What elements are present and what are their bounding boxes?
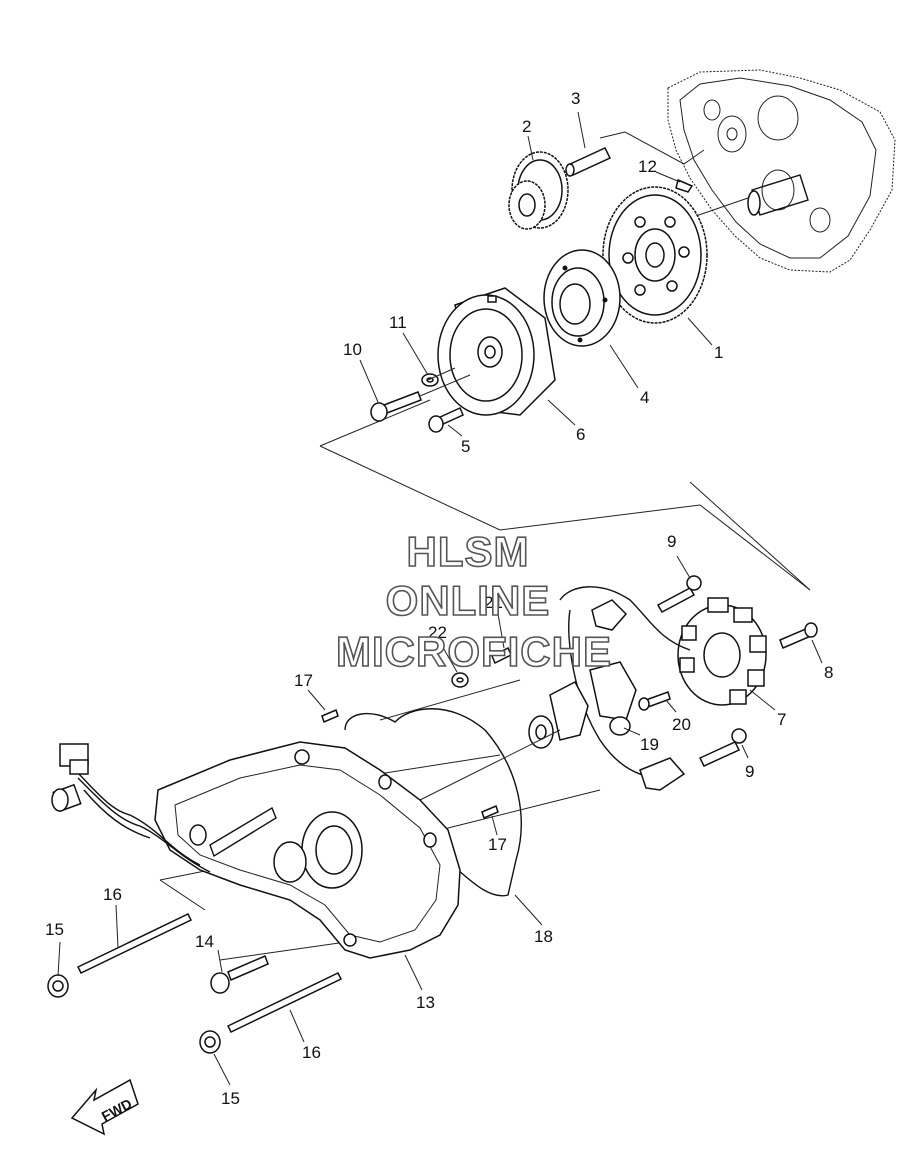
callout-labels: 1 2 3 4 5 6 7 8 9 9 10 11 12 13 14 15 15… (45, 89, 833, 1108)
watermark-line-3: MICROFICHE (336, 628, 612, 675)
callout-15-top: 15 (45, 920, 64, 939)
woodruff-key (675, 178, 694, 193)
callout-15-bottom: 15 (221, 1089, 240, 1108)
long-stud-upper (76, 913, 193, 974)
watermark-line-1: HLSM (407, 528, 530, 575)
crankcase-outline (667, 69, 896, 273)
cover-bolt-14 (210, 954, 269, 994)
watermark-line-2: ONLINE (386, 577, 551, 624)
callout-16-top: 16 (103, 885, 122, 904)
callout-17-top: 17 (294, 671, 313, 690)
stator-bolt-right (779, 622, 818, 649)
assembly-lines-top (319, 131, 811, 591)
dowel-pin-lower (481, 804, 499, 820)
idle-gear (508, 151, 569, 230)
pickup-coil-screw (638, 691, 671, 711)
callout-6: 6 (576, 425, 585, 444)
callout-18: 18 (534, 927, 553, 946)
callout-17-bottom: 17 (488, 835, 507, 854)
callout-11: 11 (389, 313, 407, 332)
pickup-coil-assembly (528, 586, 691, 791)
stator-assembly (677, 597, 767, 706)
rotor-washer (421, 373, 439, 387)
callout-22: 22 (428, 623, 447, 642)
assembly-line-bolt (419, 374, 471, 397)
grommet-washer (451, 672, 469, 688)
grommet-screw (491, 646, 512, 665)
callout-12: 12 (638, 157, 657, 176)
callout-9-bottom: 9 (745, 762, 754, 781)
dowel-pin-upper (321, 708, 339, 724)
callout-2: 2 (522, 117, 531, 136)
wire-harness (51, 743, 211, 873)
callout-8: 8 (824, 663, 833, 682)
callout-9-top: 9 (667, 532, 676, 551)
callout-14: 14 (195, 932, 214, 951)
assembly-line-washer (427, 367, 456, 381)
forward-direction-arrow: FWD (70, 1078, 139, 1136)
callout-4: 4 (640, 388, 649, 407)
callout-10: 10 (343, 340, 362, 359)
callout-1: 1 (714, 343, 723, 362)
callout-16-bottom: 16 (302, 1043, 321, 1062)
watermark: HLSM ONLINE MICROFICHE (335, 527, 612, 676)
generator-cover (154, 741, 461, 959)
one-way-clutch (543, 249, 621, 347)
nut-upper (47, 974, 69, 998)
stator-bolt-top (656, 575, 702, 614)
callout-21: 21 (484, 593, 503, 612)
callout-3: 3 (571, 89, 580, 108)
callout-19: 19 (640, 735, 659, 754)
gear-shaft (565, 147, 612, 177)
cover-gasket (344, 708, 522, 897)
clutch-screw (428, 407, 464, 433)
callout-20: 20 (672, 715, 691, 734)
rotor-assembly (437, 287, 556, 416)
leader-lines (57, 111, 823, 1086)
starter-wheel-gear (602, 186, 708, 324)
rotor-bolt (370, 391, 422, 422)
callout-5: 5 (461, 437, 470, 456)
callout-13: 13 (416, 993, 435, 1012)
nut-lower (199, 1030, 221, 1054)
long-stud-lower (226, 972, 343, 1033)
callout-7: 7 (777, 710, 786, 729)
stator-bolt-bottom (698, 728, 747, 767)
